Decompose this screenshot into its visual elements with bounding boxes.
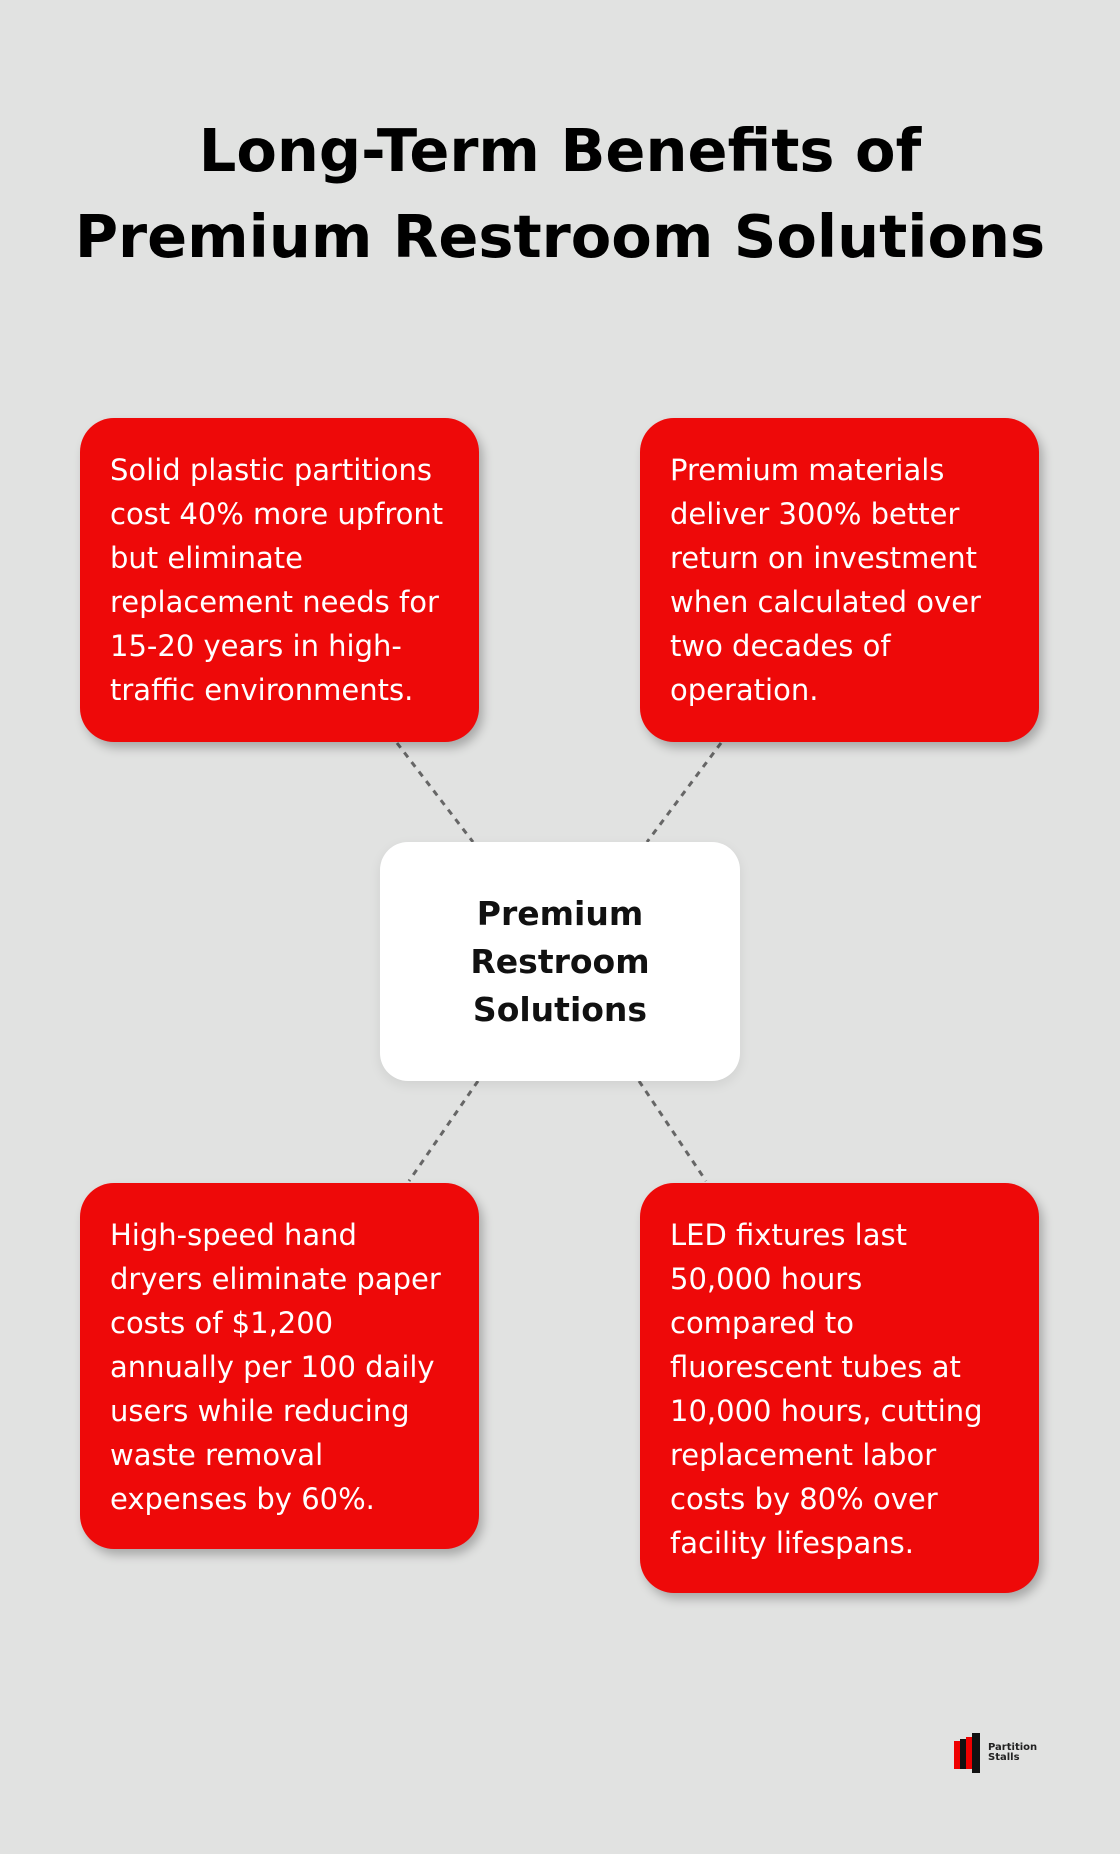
brand-logo: Partition Stalls	[952, 1733, 1037, 1773]
logo-text-1: Partition	[988, 1742, 1038, 1753]
title-line-1: Long-Term Benefits of	[198, 116, 922, 185]
benefit-card-partitions: Solid plastic partitions cost 40% more u…	[80, 418, 479, 742]
benefit-card-hand-dryers: High-speed hand dryers eliminate paper c…	[80, 1183, 479, 1549]
benefit-card-roi: Premium materials deliver 300% better re…	[640, 418, 1039, 742]
card-text: LED fixtures last 50,000 hours compared …	[670, 1218, 983, 1560]
connector-bottom-right	[637, 1080, 708, 1182]
card-text: Premium materials deliver 300% better re…	[670, 453, 981, 707]
card-text: Solid plastic partitions cost 40% more u…	[110, 453, 444, 707]
center-label: Premium Restroom Solutions	[470, 893, 650, 1029]
connector-top-left	[395, 742, 475, 843]
partition-stalls-logo-icon	[954, 1733, 980, 1773]
connector-bottom-left	[407, 1080, 480, 1182]
card-text: High-speed hand dryers eliminate paper c…	[110, 1218, 441, 1516]
title-line-2: Premium Restroom Solutions	[74, 202, 1046, 271]
benefit-card-led: LED fixtures last 50,000 hours compared …	[640, 1183, 1039, 1593]
center-node: Premium Restroom Solutions	[380, 842, 740, 1081]
logo-text-2: Stalls	[988, 1752, 1020, 1763]
connector-top-right	[645, 742, 723, 843]
page-title: Long-Term Benefits of Premium Restroom S…	[0, 108, 1120, 280]
